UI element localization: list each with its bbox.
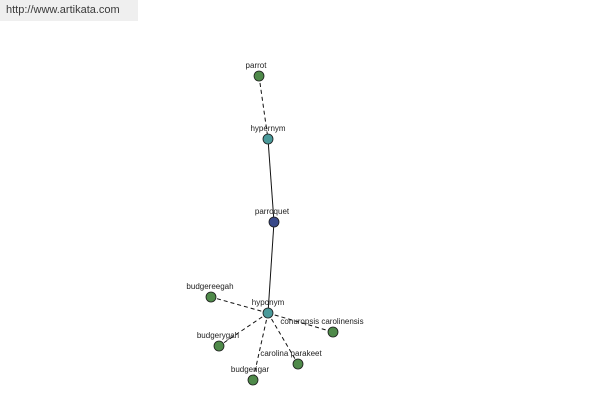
node-label-carolina-parakeet: carolina parakeet bbox=[260, 349, 322, 358]
node-carolina-parakeet[interactable]: carolina parakeet bbox=[260, 349, 322, 370]
node-dot-budgereegah[interactable] bbox=[205, 291, 217, 303]
edge-parrot-hypernym bbox=[258, 75, 269, 140]
node-dot-budgerigar[interactable] bbox=[247, 374, 259, 386]
node-dot-carolina-parakeet[interactable] bbox=[292, 358, 304, 370]
source-url-banner[interactable]: http://www.artikata.com bbox=[0, 0, 138, 21]
node-dot-budgerygah[interactable] bbox=[213, 340, 225, 352]
edge-parroquet-hyponym bbox=[267, 221, 275, 314]
node-parroquet[interactable]: parroquet bbox=[255, 207, 290, 228]
edge-hyponym-budgerigar bbox=[252, 312, 269, 381]
node-label-parrot: parrot bbox=[246, 61, 268, 70]
node-dot-parroquet[interactable] bbox=[268, 216, 280, 228]
node-dot-hypernym[interactable] bbox=[262, 133, 274, 145]
node-conuropsis-carolinensis[interactable]: conuropsis carolinensis bbox=[280, 317, 364, 338]
node-label-conuropsis-carolinensis: conuropsis carolinensis bbox=[280, 317, 363, 326]
edge-hyponym-budgerygah bbox=[218, 312, 269, 347]
edge-hyponym-conuropsis-carolinensis bbox=[267, 312, 334, 333]
node-label-hypernym: hypernym bbox=[250, 124, 285, 133]
node-label-budgerigar: budgerigar bbox=[231, 365, 270, 374]
node-dot-parrot[interactable] bbox=[253, 70, 265, 82]
node-budgerigar[interactable]: budgerigar bbox=[231, 365, 270, 386]
node-label-budgereegah: budgereegah bbox=[186, 282, 233, 291]
node-hyponym[interactable]: hyponym bbox=[252, 298, 285, 319]
node-hypernym[interactable]: hypernym bbox=[250, 124, 286, 145]
edge-hyponym-budgereegah bbox=[210, 296, 269, 314]
edge-hyponym-carolina-parakeet bbox=[267, 312, 299, 365]
node-parrot[interactable]: parrot bbox=[246, 61, 268, 82]
node-dot-hyponym[interactable] bbox=[262, 307, 274, 319]
edge-hypernym-parroquet bbox=[267, 138, 275, 223]
node-label-hyponym: hyponym bbox=[252, 298, 285, 307]
node-budgerygah[interactable]: budgerygah bbox=[197, 331, 239, 352]
node-label-parroquet: parroquet bbox=[255, 207, 290, 216]
node-dot-conuropsis-carolinensis[interactable] bbox=[327, 326, 339, 338]
node-budgereegah[interactable]: budgereegah bbox=[186, 282, 234, 303]
node-label-budgerygah: budgerygah bbox=[197, 331, 239, 340]
